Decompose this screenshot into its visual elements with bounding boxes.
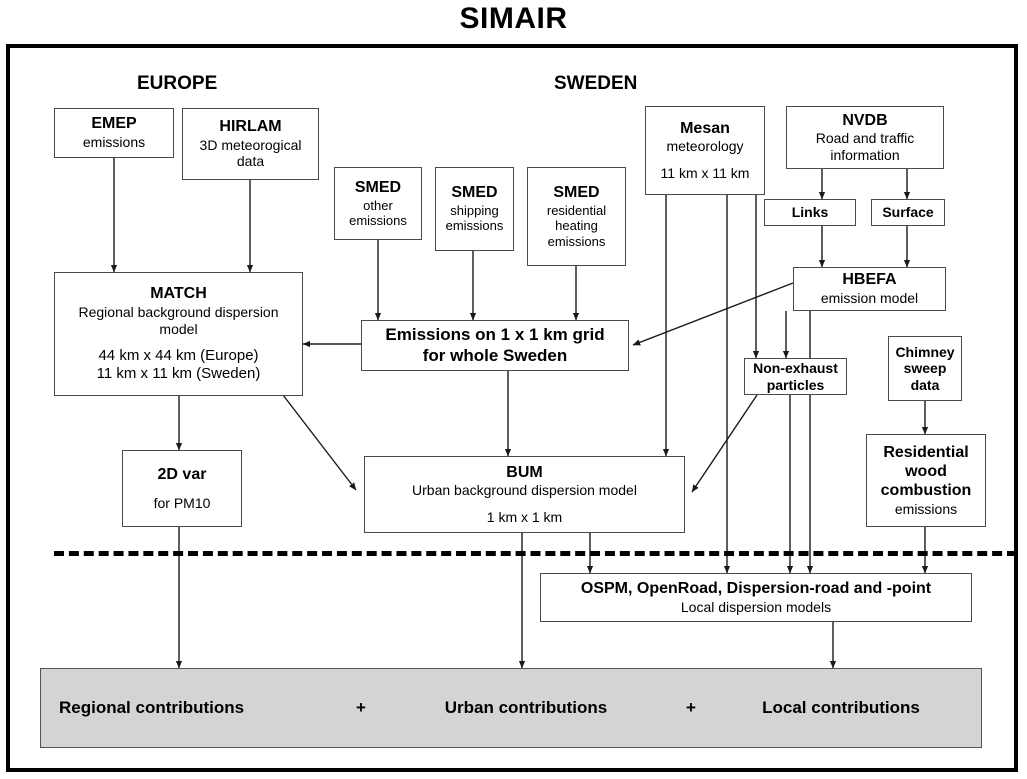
node-match-extra-2: 11 km x 11 km (Sweden) — [96, 364, 261, 382]
node-emep-title: EMEP — [91, 115, 137, 133]
node-smed-shipping-line-1: shipping — [450, 203, 499, 219]
node-smed-other[interactable]: SMED other emissions — [334, 167, 422, 240]
node-smed-residential-line-1: residential — [546, 202, 607, 218]
node-hirlam-line-1: 3D meteorogical — [199, 136, 302, 153]
region-label-sweden: SWEDEN — [554, 73, 638, 94]
node-residential-wood-combustion[interactable]: Residential wood combustion emissions — [866, 434, 986, 527]
node-match-title: MATCH — [150, 285, 207, 303]
node-bum-line-1: Urban background dispersion model — [412, 482, 637, 499]
local-scale-divider — [54, 551, 1017, 556]
node-nvdb-line-1: Road and traffic — [815, 130, 915, 147]
node-2d-var[interactable]: 2D var for PM10 — [122, 450, 242, 527]
node-mesan-line-1: meteorology — [666, 138, 744, 155]
node-emep[interactable]: EMEP emissions — [54, 108, 174, 158]
node-smed-residential[interactable]: SMED residential heating emissions — [527, 167, 626, 266]
node-links[interactable]: Links — [764, 199, 856, 226]
node-smed-residential-line-3: emissions — [547, 233, 606, 249]
node-non-exhaust-title2: particles — [766, 376, 825, 393]
node-smed-other-title: SMED — [354, 178, 402, 196]
page-title: SIMAIR — [459, 2, 568, 35]
result-plus-1: + — [356, 698, 366, 717]
node-surface[interactable]: Surface — [871, 199, 945, 226]
node-match[interactable]: MATCH Regional background dispersion mod… — [54, 272, 303, 396]
node-hbefa-line-1: emission model — [820, 290, 919, 307]
node-rwc-line-1: emissions — [894, 500, 958, 517]
node-chimney-title2: sweep — [903, 360, 947, 377]
node-match-line-1: Regional background dispersion — [78, 304, 279, 321]
node-non-exhaust-particles[interactable]: Non-exhaust particles — [744, 358, 847, 395]
node-emissions-grid-title: Emissions on 1 x 1 km grid — [385, 325, 605, 345]
result-urban-contributions: Urban contributions — [444, 698, 608, 717]
node-hirlam-line-2: data — [236, 153, 265, 170]
node-emep-line-1: emissions — [82, 134, 146, 151]
node-smed-shipping-title: SMED — [451, 184, 498, 202]
result-plus-2: + — [686, 698, 696, 717]
node-mesan[interactable]: Mesan meteorology 11 km x 11 km — [645, 106, 765, 195]
node-surface-title: Surface — [882, 204, 934, 221]
node-nvdb[interactable]: NVDB Road and traffic information — [786, 106, 944, 169]
node-ospm-title: OSPM, OpenRoad, Dispersion-road and -poi… — [580, 579, 932, 597]
node-smed-other-line-2: emissions — [349, 212, 407, 228]
node-nvdb-line-2: information — [830, 146, 900, 163]
node-nvdb-title: NVDB — [842, 111, 888, 129]
node-mesan-title: Mesan — [680, 119, 730, 137]
results-bar: Regional contributions + Urban contribut… — [40, 668, 982, 748]
result-regional-contributions: Regional contributions — [59, 698, 245, 717]
node-match-extra-1: 44 km x 44 km (Europe) — [98, 347, 259, 365]
result-local-contributions: Local contributions — [762, 698, 920, 717]
node-hbefa[interactable]: HBEFA emission model — [793, 267, 946, 311]
node-chimney-sweep-data[interactable]: Chimney sweep data — [888, 336, 962, 401]
node-2dvar-line-1: for PM10 — [153, 494, 211, 511]
node-mesan-extra-1: 11 km x 11 km — [660, 164, 750, 181]
node-hirlam-title: HIRLAM — [219, 118, 282, 136]
node-emissions-grid[interactable]: Emissions on 1 x 1 km grid for whole Swe… — [361, 320, 629, 371]
node-chimney-title: Chimney — [895, 343, 955, 360]
node-smed-residential-title: SMED — [553, 184, 600, 202]
node-smed-residential-line-2: heating — [555, 218, 598, 234]
node-rwc-title3: combustion — [880, 481, 972, 499]
region-label-europe: EUROPE — [137, 73, 218, 94]
node-2dvar-title: 2D var — [157, 465, 207, 483]
node-match-line-2: model — [159, 320, 198, 337]
node-smed-shipping[interactable]: SMED shipping emissions — [435, 167, 514, 251]
node-bum-extra-1: 1 km x 1 km — [486, 508, 563, 525]
node-chimney-title3: data — [910, 376, 940, 393]
node-smed-other-line-1: other — [363, 197, 393, 213]
node-bum-title: BUM — [506, 463, 543, 481]
node-ospm-local-models[interactable]: OSPM, OpenRoad, Dispersion-road and -poi… — [540, 573, 972, 622]
node-non-exhaust-title: Non-exhaust — [753, 359, 838, 376]
node-rwc-title: Residential — [883, 443, 969, 461]
node-links-title: Links — [791, 204, 829, 221]
node-smed-shipping-line-2: emissions — [445, 218, 504, 234]
node-hirlam[interactable]: HIRLAM 3D meteorogical data — [182, 108, 319, 180]
node-emissions-grid-line-1: for whole Sweden — [422, 345, 568, 365]
node-bum[interactable]: BUM Urban background dispersion model 1 … — [364, 456, 685, 533]
node-hbefa-title: HBEFA — [842, 271, 897, 289]
node-rwc-title2: wood — [905, 462, 947, 480]
node-ospm-line-1: Local dispersion models — [680, 598, 832, 615]
